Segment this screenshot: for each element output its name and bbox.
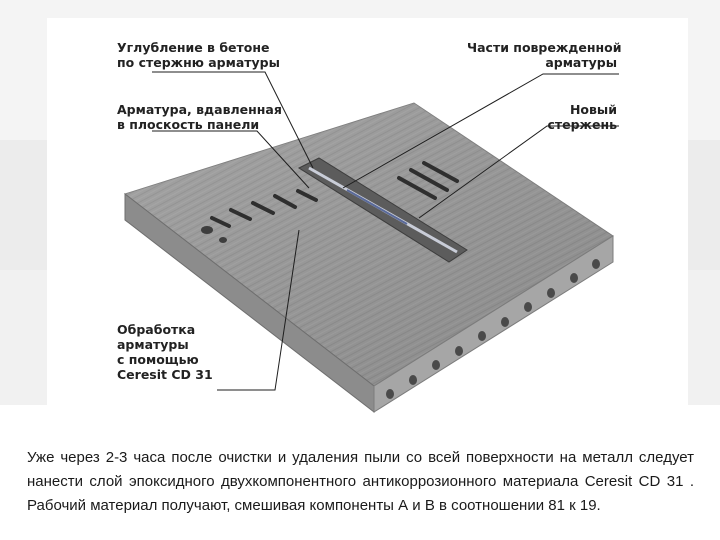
leader-lines: [152, 71, 619, 391]
label-damaged-rebar: Части поврежденной арматуры: [467, 40, 622, 70]
label-treatment: Обработка арматуры с помощью Ceresit CD …: [117, 322, 213, 382]
transverse-slots-right: [397, 161, 459, 200]
caption-text: Уже через 2-3 часа после очистки и удале…: [27, 449, 694, 514]
transverse-slots-left: [210, 189, 318, 228]
slab-core-holes: [386, 259, 600, 399]
slab-illustration: [123, 71, 619, 414]
label-new-rod: Новый стержень: [547, 102, 617, 132]
concrete-slab-figure: Углубление в бетоне по стержню арматуры …: [47, 18, 688, 423]
label-groove: Углубление в бетоне по стержню арматуры: [117, 40, 280, 70]
label-pressed-rebar: Арматура, вдавленная в плоскость панели: [117, 102, 282, 132]
surface-pits: [201, 226, 227, 243]
